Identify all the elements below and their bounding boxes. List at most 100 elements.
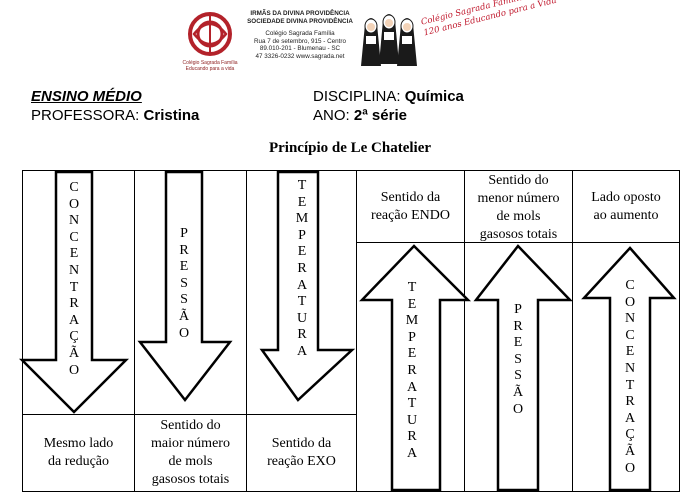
arrow-letter: E xyxy=(297,194,307,210)
arrow-letter: R xyxy=(179,242,189,258)
arrow-letter: C xyxy=(69,229,79,245)
down-arrow-temperature xyxy=(259,170,356,402)
subject-name: Química xyxy=(404,88,464,105)
arrow-letter: T xyxy=(407,280,417,295)
caption-line: Sentido do xyxy=(488,173,549,188)
year-line: ANO: 2ª série xyxy=(313,107,407,125)
arrow-letter: T xyxy=(625,377,635,393)
arrow-letter: R xyxy=(407,362,417,378)
arrow-letter: E xyxy=(407,296,417,312)
address-line: 47 3326-0232 www.sagrada.net xyxy=(255,52,345,60)
arrow-letter: P xyxy=(408,329,416,345)
teacher-label: PROFESSORA: xyxy=(31,107,140,124)
arrow-letter: A xyxy=(296,277,308,293)
arrow-letter: T xyxy=(297,294,307,310)
address-line: IRMÃS DA DIVINA PROVIDÊNCIA xyxy=(250,10,350,17)
arrow-letter: Ã xyxy=(512,384,524,400)
caption-pressure-down: Sentido do maior número de mols gasosos … xyxy=(135,417,246,489)
caption-line: menor número xyxy=(477,191,560,206)
up-arrow-temperature xyxy=(359,244,472,492)
caption-line: reação ENDO xyxy=(371,208,450,223)
arrow-letter: Ã xyxy=(624,443,636,459)
right-block-border xyxy=(356,170,680,492)
arrow-letter: A xyxy=(68,312,80,328)
arrow-letter: P xyxy=(514,302,522,317)
caption-temperature-down: Sentido da reação EXO xyxy=(247,435,356,471)
caption-concentration-down: Mesmo lado da redução xyxy=(23,435,134,471)
arrow-letter: C xyxy=(625,278,635,293)
caption-temperature-up: Sentido da reação ENDO xyxy=(357,189,464,225)
address-line: 89.010-201 - Blumenau - SC xyxy=(259,45,341,53)
arrow-letter: N xyxy=(624,360,636,376)
school-crest-icon xyxy=(188,12,232,56)
teacher-line: PROFESSORA: Cristina xyxy=(31,107,199,125)
arrow-letter: S xyxy=(180,275,188,291)
caption-pressure-up: Sentido do menor número de mols gasosos … xyxy=(465,172,572,244)
arrow-letter: T xyxy=(407,396,417,412)
arrow-letter: U xyxy=(296,310,308,326)
arrow-letter: P xyxy=(180,226,188,241)
caption-line: de mols xyxy=(168,454,213,469)
arrow-letter: O xyxy=(624,460,636,476)
arrow-letter: R xyxy=(297,327,307,343)
arrow-letter: C xyxy=(69,180,79,195)
caption-concentration-up: Lado oposto ao aumento xyxy=(573,189,679,225)
down-arrow-concentration xyxy=(18,170,130,414)
address-line: Colégio Sagrada Família xyxy=(265,30,335,38)
caption-line: Mesmo lado xyxy=(43,436,114,451)
address-line: Rua 7 de setembro, 915 - Centro xyxy=(253,37,347,45)
down-arrow-pressure xyxy=(137,170,233,403)
caption-line: ao aumento xyxy=(593,208,659,223)
arrow-letter: T xyxy=(69,279,79,295)
caption-line: Sentido da xyxy=(380,190,441,205)
caption-line: gasosos totais xyxy=(479,227,558,242)
arrow-letter: E xyxy=(513,335,523,351)
arrow-letter: T xyxy=(297,178,307,193)
arrow-letter: R xyxy=(625,394,635,410)
arrow-letter: Ã xyxy=(68,345,80,361)
arrow-letter: O xyxy=(512,401,524,417)
arrow-letter: N xyxy=(68,213,80,229)
caption-line: maior número xyxy=(151,436,230,451)
up-arrow-concentration xyxy=(581,246,677,492)
arrow-letter: R xyxy=(513,318,523,334)
arrow-letter: A xyxy=(296,343,308,359)
arrow-letter: R xyxy=(297,260,307,276)
year-value: 2ª série xyxy=(353,107,407,124)
arrow-letter: S xyxy=(514,368,522,384)
caption-line: Sentido da xyxy=(271,436,332,451)
arrow-letter: A xyxy=(406,445,418,461)
arrow-letter: S xyxy=(514,351,522,367)
caption-line: reação EXO xyxy=(267,454,336,469)
caption-line: de mols xyxy=(496,209,541,224)
arrow-letter: Ç xyxy=(69,329,79,345)
arrow-letter: Ç xyxy=(625,427,635,443)
caption-line: Lado oposto xyxy=(591,190,661,205)
arrow-letter: P xyxy=(298,227,306,243)
arrow-letter: O xyxy=(68,362,80,378)
page-title: Princípio de Le Chatelier xyxy=(268,140,432,156)
arrow-letter: U xyxy=(406,412,418,428)
school-address: IRMÃS DA DIVINA PROVIDÊNCIA SOCIEDADE DI… xyxy=(246,10,354,61)
arrow-letter: N xyxy=(68,262,80,278)
arrow-letter: M xyxy=(405,313,419,329)
arrow-letter: R xyxy=(407,429,417,445)
arrow-letter: E xyxy=(625,344,635,360)
arrow-letter: O xyxy=(624,294,636,310)
subject-label: DISCIPLINA: xyxy=(313,88,401,105)
address-line: SOCIEDADE DIVINA PROVIDÊNCIA xyxy=(247,17,353,25)
caption-line: Sentido do xyxy=(160,418,221,433)
caption-line: gasosos totais xyxy=(151,472,230,487)
arrow-letter: Ã xyxy=(178,308,190,324)
teacher-name: Cristina xyxy=(143,107,200,124)
nuns-illustration xyxy=(361,14,417,66)
logo-caption-motto: Educando para a vida xyxy=(185,66,235,72)
arrow-letter: O xyxy=(68,196,80,212)
arrow-letter: E xyxy=(69,246,79,262)
